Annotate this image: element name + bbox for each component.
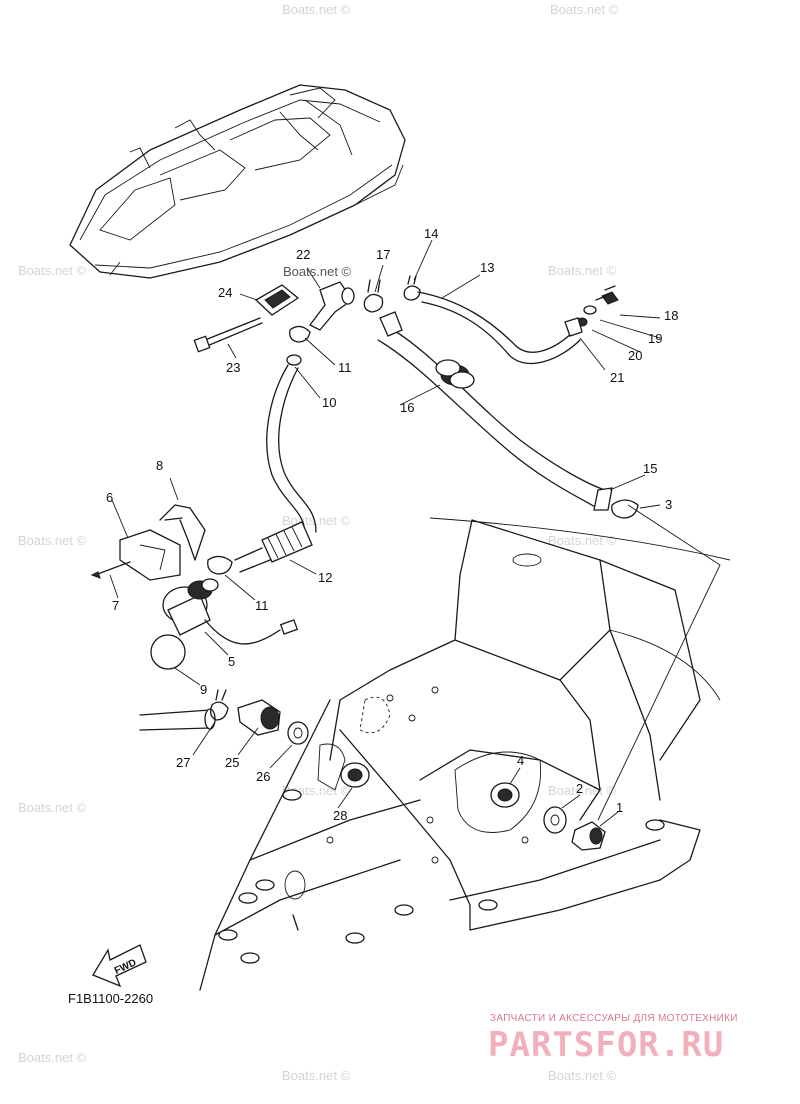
callout-21: 21: [610, 370, 624, 385]
callout-13: 13: [480, 260, 494, 275]
callout-11: 11: [255, 598, 269, 613]
callout-6: 6: [106, 490, 113, 505]
leader-lines: [109, 239, 661, 827]
callout-7: 7: [112, 598, 119, 613]
components: [90, 275, 639, 851]
watermark: Boats.net ©: [282, 1068, 351, 1083]
watermark: Boats.net ©: [18, 1050, 87, 1065]
watermark: Boats.net ©: [282, 2, 351, 17]
callout-17: 17: [376, 247, 390, 262]
callout-10: 10: [322, 395, 336, 410]
brand-subtitle: ЗАПЧАСТИ И АКСЕССУАРЫ ДЛЯ МОТОТЕХНИКИ: [490, 1013, 738, 1024]
hull-structure: [199, 517, 731, 991]
callout-12: 12: [318, 570, 332, 585]
callout-5: 5: [228, 654, 235, 669]
callout-2: 2: [576, 781, 583, 796]
callout-25: 25: [225, 755, 239, 770]
callout-20: 20: [628, 348, 642, 363]
callout-1: 1: [616, 800, 623, 815]
watercraft-illustration: [69, 84, 406, 279]
callout-27: 27: [176, 755, 190, 770]
callout-11: 11: [338, 360, 352, 375]
callout-14: 14: [424, 226, 438, 241]
watermark: Boats.net ©: [550, 2, 619, 17]
callout-3: 3: [665, 497, 672, 512]
watermark: Boats.net ©: [548, 263, 617, 278]
diagram-code: F1B1100-2260: [68, 991, 153, 1006]
watermark: Boats.net ©: [18, 263, 87, 278]
brand-watermark: ЗАПЧАСТИ И АКСЕССУАРЫ ДЛЯ МОТОТЕХНИКИ PA…: [488, 1013, 738, 1065]
watermark-dark: Boats.net ©: [283, 264, 352, 279]
callout-19: 19: [648, 331, 662, 346]
callout-18: 18: [664, 308, 678, 323]
callouts: 1 2 3 4 5 6 7 8 9 10 11 11 12 13 14 15 1…: [106, 226, 678, 823]
watermark: Boats.net ©: [548, 1068, 617, 1083]
watermark: Boats.net ©: [18, 533, 87, 548]
callout-26: 26: [256, 769, 270, 784]
callout-9: 9: [200, 682, 207, 697]
callout-15: 15: [643, 461, 657, 476]
watermarks: Boats.net © Boats.net © Boats.net © Boat…: [18, 2, 619, 1083]
hoses: [139, 291, 721, 821]
fwd-arrow: FWD: [92, 944, 147, 988]
brand-name: PARTSFOR.RU: [488, 1025, 724, 1065]
callout-28: 28: [333, 808, 347, 823]
watermark: Boats.net ©: [548, 533, 617, 548]
callout-4: 4: [517, 753, 524, 768]
watermark: Boats.net ©: [18, 800, 87, 815]
callout-22: 22: [296, 247, 310, 262]
callout-8: 8: [156, 458, 163, 473]
callout-16: 16: [400, 400, 414, 415]
callout-24: 24: [218, 285, 232, 300]
callout-23: 23: [226, 360, 240, 375]
